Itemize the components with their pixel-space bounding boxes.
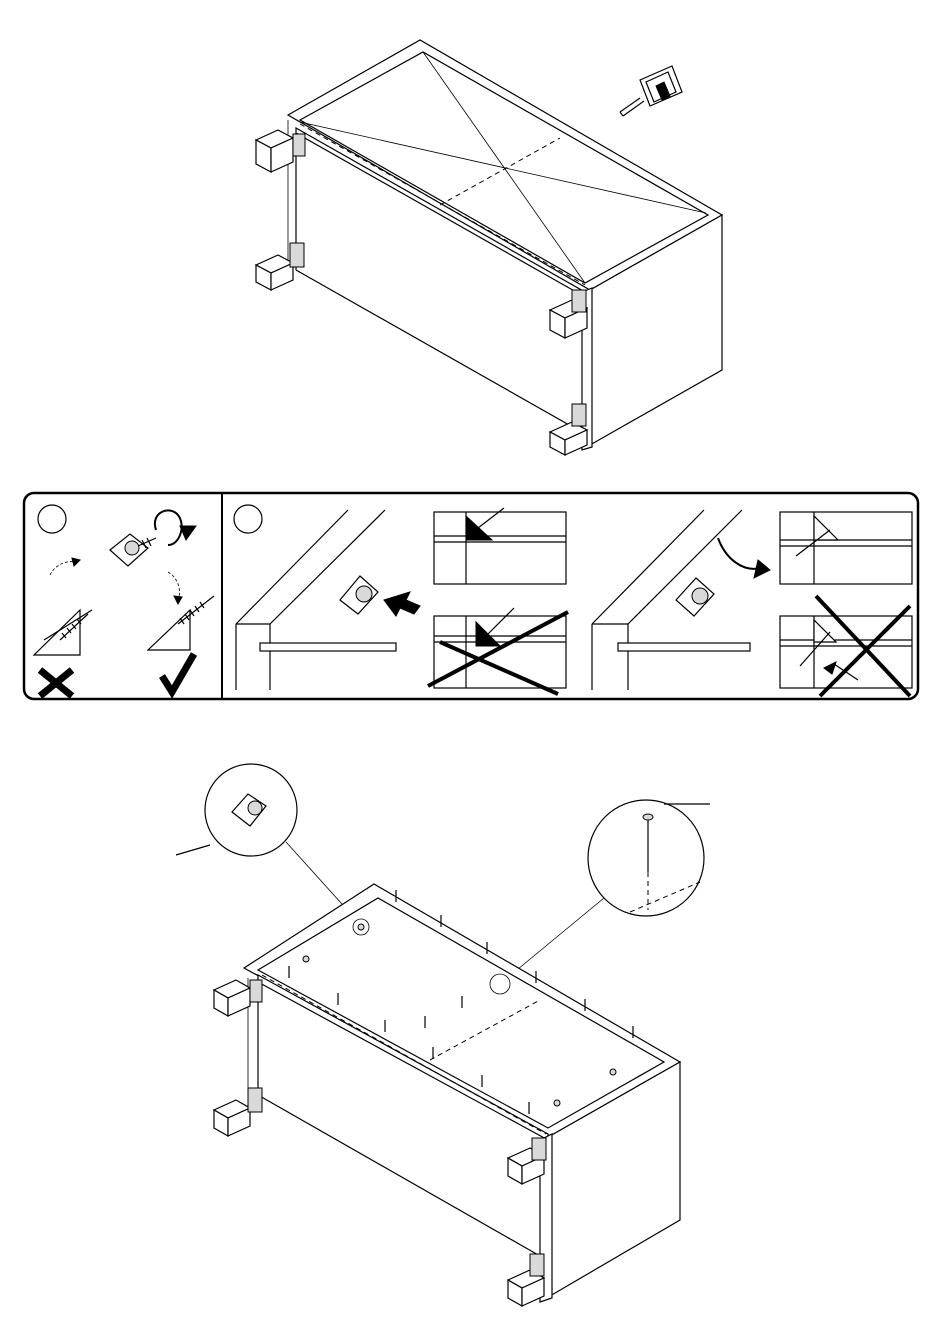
- leg-front-left: [214, 1088, 262, 1136]
- cabinet-body-back-panel: [244, 884, 680, 1302]
- zoom-detail-nail: [512, 800, 710, 974]
- leg-front-right: [508, 1254, 544, 1306]
- zoom-detail-connector: [176, 764, 360, 924]
- leg-back-left: [214, 980, 262, 1016]
